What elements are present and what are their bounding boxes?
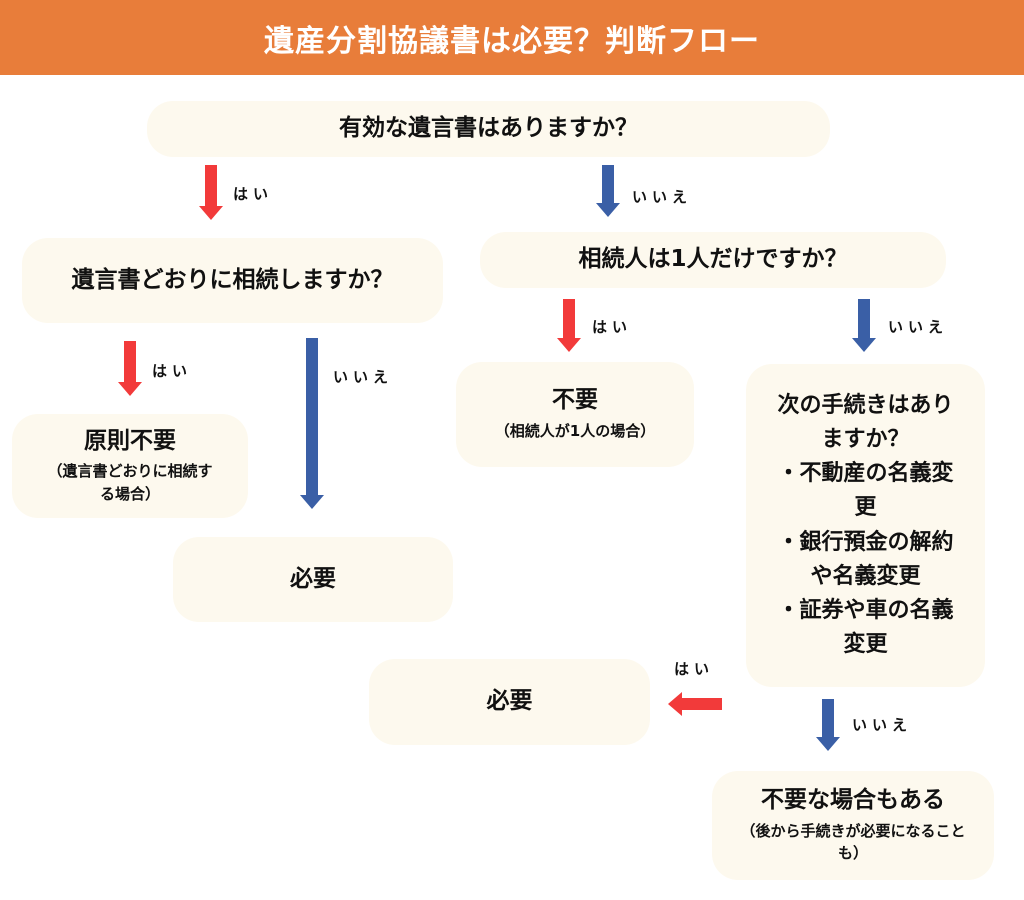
node-note: （後から手続きが必要になることも）	[740, 821, 966, 863]
no-arrow-down	[852, 299, 876, 352]
node-q1-valid-will: 有効な遺言書はありますか？	[147, 101, 830, 157]
node-list-item: ・不動産の名義変更	[777, 461, 954, 521]
node-note: （相続人が1人の場合）	[494, 422, 656, 441]
node-text: 有効な遺言書はありますか？	[339, 115, 638, 142]
node-text: 必要	[486, 688, 533, 715]
page-title: 遺産分割協議書は必要？判断フロー	[264, 23, 760, 59]
node-unneeded-single: 不要 （相続人が1人の場合）	[456, 362, 694, 467]
yes-label: はい	[592, 318, 633, 336]
yes-label: はい	[152, 362, 193, 380]
node-q2-follow-will: 遺言書どおりに相続しますか？	[22, 238, 443, 323]
node-title: 不要な場合もある	[761, 787, 945, 814]
node-principle-unneeded: 原則不要 （遺言書どおりに相続する場合）	[12, 414, 248, 518]
node-note: （遺言書どおりに相続する場合）	[47, 462, 213, 503]
yes-arrow-down	[118, 341, 142, 396]
no-arrow-down	[596, 165, 620, 217]
node-question: 次の手続きはありますか？	[777, 393, 954, 453]
title-banner: 遺産分割協議書は必要？判断フロー	[0, 0, 1024, 75]
no-label: いいえ	[632, 188, 693, 206]
node-q3-single-heir: 相続人は1人だけですか？	[480, 232, 946, 288]
yes-label: はい	[233, 185, 274, 203]
yes-arrow-left	[668, 692, 722, 716]
yes-arrow-down	[557, 299, 581, 352]
node-title: 不要	[552, 387, 598, 414]
node-list-item: ・証券や車の名義変更	[777, 597, 954, 657]
node-q4-procedures: 次の手続きはありますか？ ・不動産の名義変更 ・銀行預金の解約や名義変更 ・証券…	[746, 364, 985, 687]
node-needed-1: 必要	[173, 537, 453, 622]
node-maybe-unneeded: 不要な場合もある （後から手続きが必要になることも）	[712, 771, 994, 880]
no-arrow-down	[816, 699, 840, 751]
yes-arrow-down	[199, 165, 223, 220]
node-text: 遺言書どおりに相続しますか？	[71, 266, 394, 293]
no-arrow-down	[300, 338, 324, 509]
node-text: 相続人は1人だけですか？	[578, 246, 848, 273]
node-list-item: ・銀行預金の解約や名義変更	[777, 529, 954, 589]
node-text: 必要	[290, 565, 336, 592]
yes-label: はい	[674, 660, 715, 678]
no-label: いいえ	[852, 716, 913, 734]
no-label: いいえ	[888, 318, 949, 336]
node-needed-2: 必要	[369, 659, 650, 745]
no-label: いいえ	[333, 368, 394, 386]
node-title: 原則不要	[84, 427, 176, 454]
